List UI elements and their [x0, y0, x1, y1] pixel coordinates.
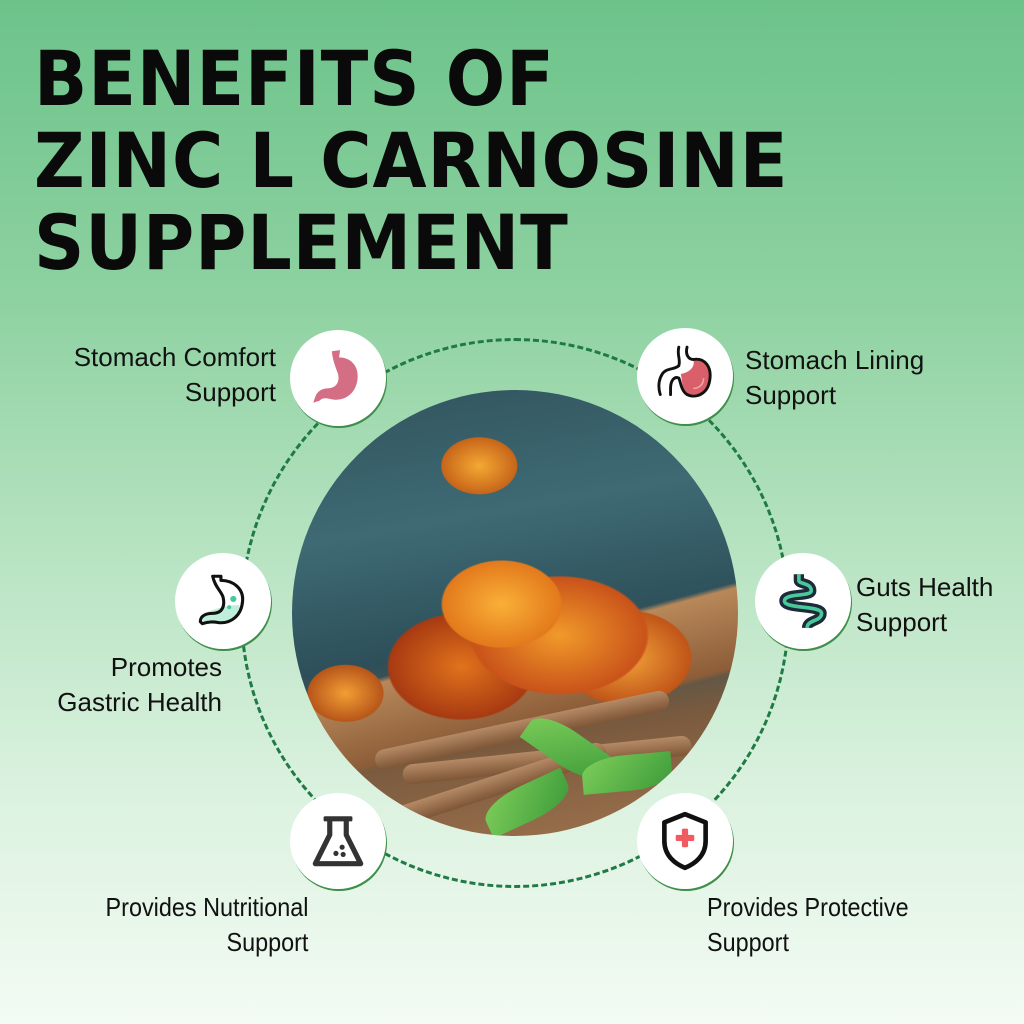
- intestine-icon: [779, 574, 827, 629]
- benefit-stomach-lining: Stomach Lining Support: [745, 345, 925, 410]
- title-line-1: BENEFITS OF: [34, 34, 555, 123]
- flask-icon: [312, 816, 364, 867]
- benefit-stomach-comfort: Stomach Comfort Support: [73, 342, 276, 407]
- benefit-nutritional-support: Provides Nutritional Support: [105, 892, 308, 957]
- title-line-3: SUPPLEMENT: [34, 198, 569, 287]
- benefit-guts-health: Guts Health Support: [856, 572, 994, 637]
- benefit-gastric-health: Promotes Gastric Health: [57, 652, 222, 717]
- protective-support-badge: [637, 793, 733, 889]
- benefit-protective-support: Provides Protective Support: [707, 892, 909, 957]
- stomach-comfort-badge: [290, 330, 386, 426]
- page-title: BENEFITS OF ZINC L CARNOSINE SUPPLEMENT: [34, 38, 788, 284]
- gastric-stomach-icon: [198, 574, 245, 626]
- gastric-health-badge: [175, 553, 271, 649]
- nutritional-support-badge: [290, 793, 386, 889]
- shield-cross-icon: [662, 811, 708, 871]
- stomach-lining-icon: [657, 345, 712, 398]
- guts-health-badge: [755, 553, 851, 649]
- stomach-lining-badge: [637, 328, 733, 424]
- title-line-2: ZINC L CARNOSINE: [34, 116, 789, 205]
- stomach-icon: [313, 350, 358, 403]
- center-product-photo: [292, 390, 738, 836]
